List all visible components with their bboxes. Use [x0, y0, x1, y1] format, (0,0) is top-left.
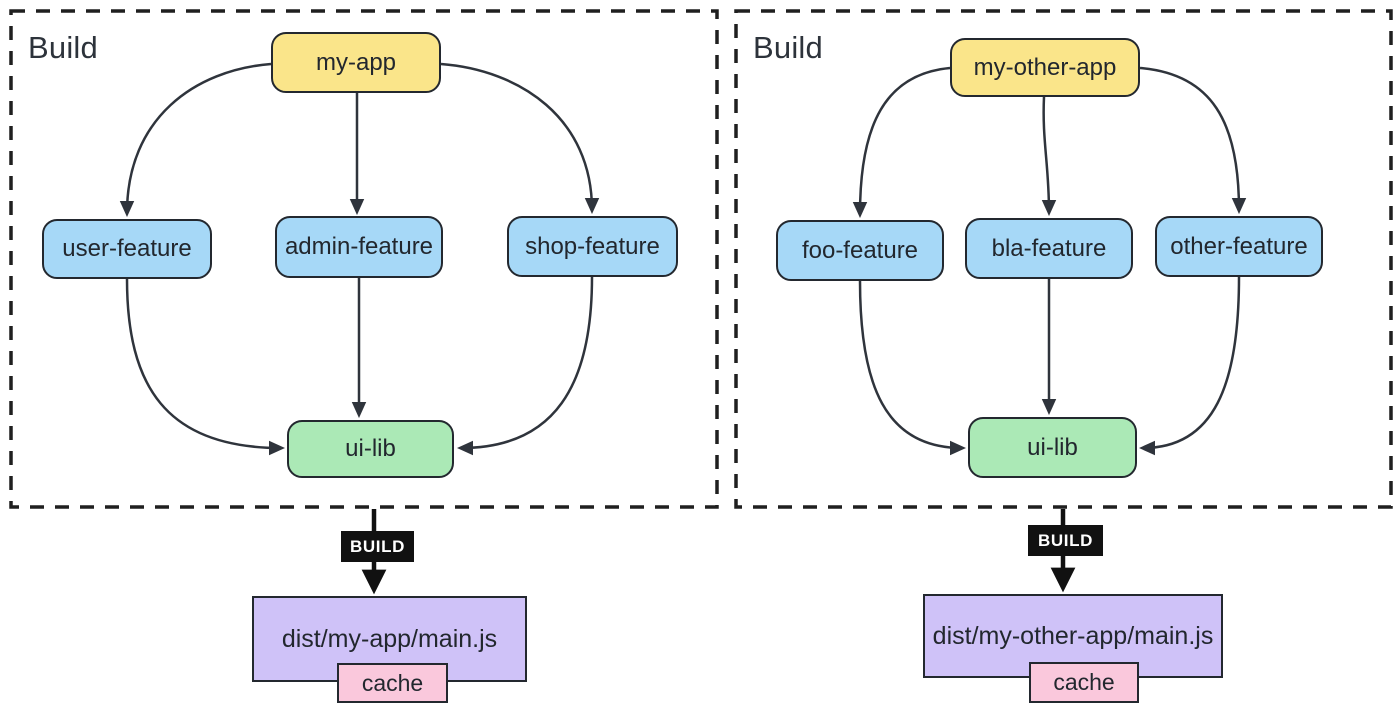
node-bla-feature: bla-feature — [965, 218, 1133, 279]
node-output-my-other-app: dist/my-other-app/main.js — [923, 594, 1223, 678]
build-group-title-left: Build — [28, 30, 98, 65]
build-group-title-right: Build — [753, 30, 823, 65]
node-my-other-app: my-other-app — [950, 38, 1140, 97]
build-tag-right: BUILD — [1028, 525, 1103, 556]
edge-otherfeature-uilib — [1138, 276, 1241, 456]
build-group-border-left — [9, 9, 719, 509]
node-output-my-app-label: dist/my-app/main.js — [281, 624, 498, 653]
node-ui-lib-right: ui-lib — [968, 417, 1137, 478]
node-shop-feature-label: shop-feature — [525, 232, 660, 260]
node-cache-left: cache — [337, 663, 448, 703]
node-ui-lib-left: ui-lib — [287, 420, 454, 478]
node-output-my-other-app-label: dist/my-other-app/main.js — [932, 621, 1214, 650]
node-cache-right-label: cache — [1053, 669, 1115, 695]
build-tag-left-label: BUILD — [350, 536, 405, 556]
node-foo-feature: foo-feature — [776, 220, 944, 281]
node-foo-feature-label: foo-feature — [801, 236, 919, 264]
node-ui-lib-left-label: ui-lib — [345, 435, 396, 462]
node-admin-feature-label: admin-feature — [284, 233, 434, 260]
edge-shopfeature-uilib — [456, 276, 594, 456]
node-shop-feature: shop-feature — [507, 216, 678, 277]
node-my-other-app-label: my-other-app — [973, 53, 1117, 81]
node-other-feature-label: other-feature — [1170, 232, 1308, 260]
node-my-app: my-app — [271, 32, 441, 93]
edge-myotherapp-otherfeature — [1139, 66, 1247, 215]
edge-userfeature-uilib — [125, 278, 286, 456]
node-other-feature: other-feature — [1155, 216, 1323, 277]
node-cache-left-label: cache — [361, 669, 424, 696]
edge-myapp-userfeature — [119, 62, 272, 218]
node-bla-feature-label: bla-feature — [991, 234, 1107, 262]
node-ui-lib-right-label: ui-lib — [1027, 433, 1078, 461]
node-my-app-label: my-app — [315, 48, 397, 76]
edge-myotherapp-blafeature — [1041, 96, 1057, 217]
node-user-feature: user-feature — [42, 219, 212, 279]
edge-myotherapp-foofeature — [852, 66, 951, 219]
build-tag-left: BUILD — [341, 531, 414, 562]
node-admin-feature: admin-feature — [275, 216, 443, 278]
node-user-feature-label: user-feature — [62, 235, 192, 262]
build-group-border-right — [734, 9, 1393, 509]
node-cache-right: cache — [1029, 662, 1139, 703]
edge-foofeature-uilib — [858, 280, 967, 456]
edge-myapp-shopfeature — [440, 62, 600, 215]
build-tag-right-label: BUILD — [1038, 530, 1093, 550]
